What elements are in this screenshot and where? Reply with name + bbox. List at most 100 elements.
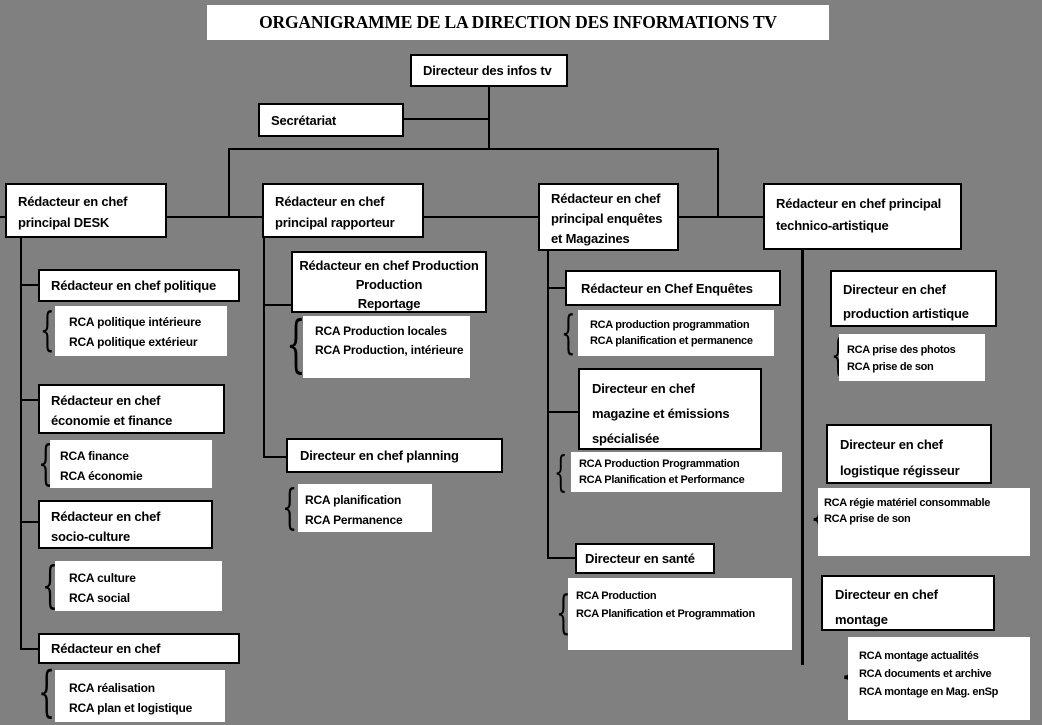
rca-item: RCA planification [305,493,402,507]
node-enquetes-line: principal enquêtes [551,211,663,226]
rca-item: RCA Production [576,590,657,602]
connector-secretariat [404,118,490,120]
spine-technico-column [801,250,804,665]
node-enquetes-line: et Magazines [551,231,630,246]
node-montage-line: Directeur en chef [835,587,938,602]
node-desk-line: Rédacteur en chef [18,194,128,209]
node-politique: Rédacteur en chef politique [38,269,240,302]
node-magazine: Directeur en chef magazine et émissions … [578,368,762,450]
rca-item: RCA culture [69,571,136,585]
node-production-reportage-line: Production [355,277,423,292]
connector-drop-right [717,148,719,217]
stub-politique [20,284,38,286]
node-rapporteur-line: Rédacteur en chef [275,194,385,209]
node-politique-label: Rédacteur en chef politique [51,278,217,293]
rca-item: RCA montage en Mag. enSp [859,686,999,698]
node-magazine-line: Directeur en chef [592,381,695,396]
node-production-reportage-line: Reportage [357,296,421,311]
node-enquetes-line: Rédacteur en chef [551,191,661,206]
rca-montage: RCA montage actualités RCA documents et … [848,637,1030,720]
node-socio-line: Rédacteur en chef [51,509,161,524]
node-technico-line: technico-artistique [776,218,889,233]
stub-economie [20,399,38,401]
brace-icon: { [554,447,568,496]
node-logistique-line: Directeur en chef [840,437,943,452]
brace-icon: { [42,556,58,614]
node-montage-line: montage [835,612,888,627]
rca-item: RCA réalisation [69,681,155,695]
rca-logistique: RCA régie matériel consommable RCA prise… [818,488,1030,556]
node-planning-label: Directeur en chef planning [300,448,459,463]
chart-title: ORGANIGRAMME DE LA DIRECTION DES INFORMA… [207,5,829,40]
chart-title-text: ORGANIGRAMME DE LA DIRECTION DES INFORMA… [259,12,777,32]
node-sante-label: Directeur en santé [585,551,695,566]
brace-icon: { [286,307,306,380]
brace-icon: { [282,479,298,535]
rca-item: RCA régie matériel consommable [824,497,991,509]
brace-icon: { [38,660,56,723]
node-economie: Rédacteur en chef économie et finance [38,384,225,434]
spine-rapporteur-column [263,238,265,458]
node-technico-line: Rédacteur en chef principal [776,196,942,211]
rca-item: RCA production programmation [590,319,750,331]
node-chef: Rédacteur en chef [38,633,240,664]
brace-icon: { [40,302,55,356]
rca-item: RCA planification et permanence [590,335,753,347]
rca-item: RCA documents et archive [859,668,992,680]
node-enquetes: Rédacteur en chef principal enquêtes et … [538,183,679,251]
stub-socio [20,521,38,523]
node-logistique: Directeur en chef logistique régisseur [826,424,992,484]
node-sante: Directeur en santé [575,543,715,574]
node-production-reportage-line: Rédacteur en chef Production [299,258,479,273]
rca-item: RCA économie [60,469,143,483]
stub-production-reportage [263,304,291,306]
rca-item: RCA social [69,591,130,605]
rca-item: RCA finance [60,449,129,463]
stub-magazine [547,411,578,413]
node-chef-enquetes: Rédacteur en Chef Enquêtes [565,270,781,306]
rca-economie: RCA finance RCA économie [50,440,212,488]
node-magazine-line: spécialisée [592,431,660,446]
node-desk: Rédacteur en chef principal DESK [5,183,167,238]
connector-top-rail [228,148,719,150]
brace-icon: { [556,585,571,639]
connector-drop-left [228,148,230,217]
node-technico: Rédacteur en chef principal technico-art… [763,183,962,250]
rca-item: RCA politique extérieur [69,335,198,349]
stub-chef-enquetes [547,287,565,289]
node-prod-artistique-line: production artistique [843,306,969,321]
node-prod-artistique-line: Directeur en chef [843,282,946,297]
node-planning: Directeur en chef planning [286,438,503,473]
node-magazine-line: magazine et émissions [592,406,730,421]
rca-socio: RCA culture RCA social [55,561,222,611]
rca-chef-enquetes: RCA production programmation RCA planifi… [578,310,774,356]
spine-desk-column [20,238,22,650]
rca-item: RCA montage actualités [859,650,979,662]
brace-icon: { [38,435,54,491]
node-secretariat: Secrétariat [258,103,404,137]
spine-enquetes-column [547,251,549,559]
node-chef-enquetes-label: Rédacteur en Chef Enquêtes [581,280,753,296]
node-rapporteur-line: principal rapporteur [275,215,395,230]
node-desk-line: principal DESK [18,215,110,230]
rca-item: RCA prise de son [824,513,911,525]
stub-sante [547,557,575,559]
rca-item: RCA Production Programmation [579,458,740,470]
stub-chef [20,648,38,650]
node-socio-line: socio-culture [51,529,131,544]
node-chef-label: Rédacteur en chef [51,641,161,656]
rca-item: RCA Planification et Programmation [576,608,755,620]
rca-politique: RCA politique intérieure RCA politique e… [55,306,227,356]
rca-sante: RCA Production RCA Planification et Prog… [568,578,792,650]
node-economie-line: économie et finance [51,413,173,428]
rca-planning: RCA planification RCA Permanence [298,484,432,532]
node-production-reportage: Rédacteur en chef Production Production … [291,251,487,313]
stub-planning [263,456,286,458]
rca-production-reportage: RCA Production locales RCA Production, i… [303,316,470,378]
node-rapporteur: Rédacteur en chef principal rapporteur [262,183,424,238]
node-montage: Directeur en chef montage [821,575,995,631]
node-root: Directeur des infos tv [410,54,568,87]
rca-magazine: RCA Production Programmation RCA Planifi… [571,452,782,492]
rca-item: RCA prise des photos [847,344,956,356]
rca-item: RCA plan et logistique [69,701,193,715]
